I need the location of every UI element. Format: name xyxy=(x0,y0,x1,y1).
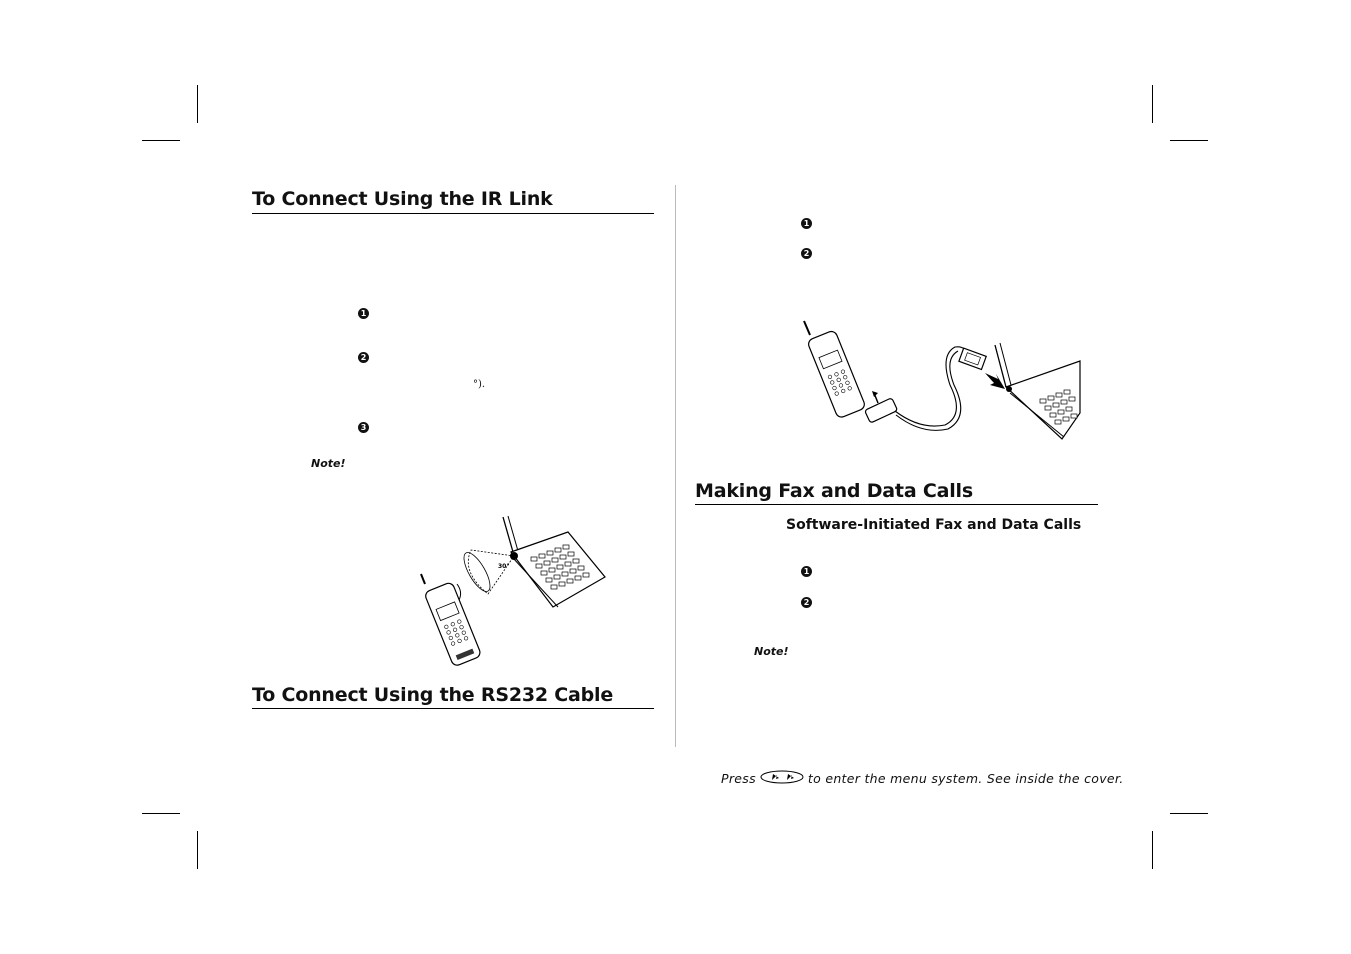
crop-mark xyxy=(142,140,180,141)
note-label: Note! xyxy=(754,645,789,658)
step-number: 2 xyxy=(358,352,369,363)
step-number: 1 xyxy=(801,566,812,577)
step-number: 2 xyxy=(801,597,812,608)
heading-rule xyxy=(252,708,654,709)
crop-mark xyxy=(142,813,180,814)
heading-rule xyxy=(252,213,654,214)
footer-instruction: to enter the menu system. See inside the… xyxy=(807,771,1124,786)
heading-rule xyxy=(695,504,1098,505)
subheading-software-initiated: Software-Initiated Fax and Data Calls xyxy=(786,517,1082,533)
text-fragment: °). xyxy=(473,379,486,390)
crop-mark xyxy=(1170,813,1208,814)
note-label: Note! xyxy=(311,457,346,470)
crop-mark xyxy=(1152,85,1153,123)
step-number: 2 xyxy=(801,248,812,259)
crop-mark xyxy=(197,85,198,123)
crop-mark xyxy=(197,831,198,869)
heading-fax-data: Making Fax and Data Calls xyxy=(695,480,973,502)
menu-key-icon xyxy=(760,770,804,787)
heading-rs232-cable: To Connect Using the RS232 Cable xyxy=(252,684,614,706)
step-number: 1 xyxy=(801,218,812,229)
crop-mark xyxy=(1170,140,1208,141)
step-number: 1 xyxy=(358,308,369,319)
angle-label: 30° xyxy=(498,563,509,570)
crop-mark xyxy=(1152,831,1153,869)
footer-press: Press xyxy=(721,771,756,786)
rs232-cable-illustration xyxy=(803,320,1081,440)
heading-ir-link: To Connect Using the IR Link xyxy=(252,188,553,210)
column-divider xyxy=(675,185,676,747)
page-footer: Press to enter the menu system. See insi… xyxy=(721,770,1123,787)
step-number: 3 xyxy=(358,422,369,433)
ir-link-illustration: 30° xyxy=(420,515,606,666)
